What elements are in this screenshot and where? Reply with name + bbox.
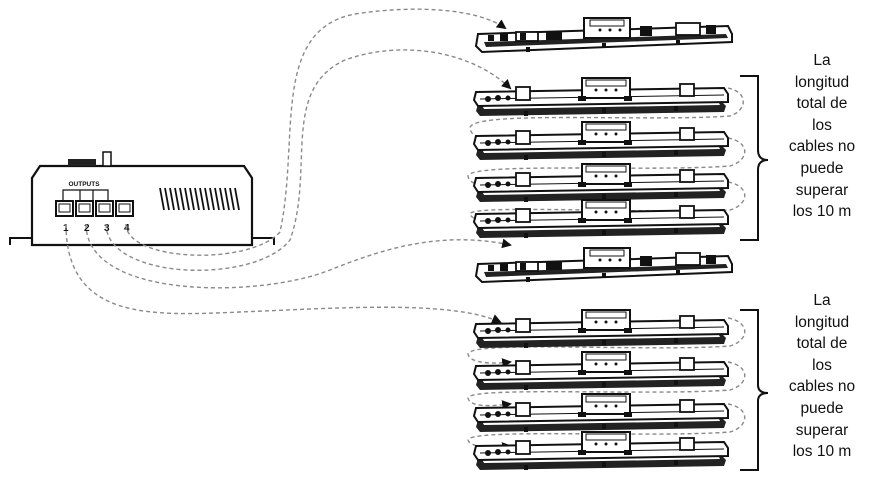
note-line: longitud <box>794 313 850 331</box>
brace-group-1 <box>740 75 769 241</box>
port-number-2: 2 <box>84 223 90 234</box>
note-line: superar <box>795 421 849 439</box>
output-port-4[interactable] <box>115 200 134 217</box>
outputs-label: OUTPUTS <box>68 181 100 188</box>
note-line: puede <box>800 399 844 417</box>
note-line: los <box>812 356 832 374</box>
port-number-3: 3 <box>104 223 110 234</box>
output-port-1[interactable] <box>55 200 74 217</box>
led-bar-fixture <box>473 199 729 239</box>
port-number-4: 4 <box>124 223 130 234</box>
cable-port-2-fixture-6 <box>85 223 512 289</box>
cable-port-1-group-2 <box>65 223 502 324</box>
note-line: total de <box>796 335 848 353</box>
led-bar-fixture <box>475 17 733 53</box>
note-line: los 10 m <box>792 203 852 221</box>
led-bar-fixture <box>473 121 729 161</box>
led-bar-fixture <box>473 77 729 117</box>
note-line: longitud <box>794 73 850 91</box>
note-line: total de <box>796 95 848 113</box>
controller-unit: OUTPUTS 1 2 3 4 <box>9 151 275 247</box>
note-line: puede <box>800 159 844 177</box>
cable-length-note: La longitud total de los cables no puede… <box>766 290 878 463</box>
note-line: los 10 m <box>792 443 852 461</box>
cable-length-note: La longitud total de los cables no puede… <box>766 50 878 223</box>
note-line: cables no <box>788 378 856 396</box>
note-line: superar <box>795 181 849 199</box>
fixture-group-1 <box>473 77 729 239</box>
led-bar-fixture <box>473 431 729 471</box>
fixture-group-2 <box>473 309 729 471</box>
output-port-3[interactable] <box>95 200 114 217</box>
output-port-2[interactable] <box>75 200 94 217</box>
note-line: cables no <box>788 138 856 156</box>
led-bar-fixture <box>473 351 729 391</box>
led-bar-fixture <box>475 247 733 283</box>
note-line: los <box>812 116 832 134</box>
port-number-1: 1 <box>63 223 69 234</box>
note-line: La <box>813 292 831 309</box>
led-bar-fixture <box>473 163 729 203</box>
vent-grille <box>159 187 240 211</box>
note-line: La <box>813 52 831 69</box>
led-bar-fixture <box>473 309 729 349</box>
brace-group-2 <box>740 309 769 471</box>
cables <box>65 8 746 452</box>
cable-port-4-fixture-1 <box>125 8 507 256</box>
led-bar-fixture <box>473 393 729 433</box>
